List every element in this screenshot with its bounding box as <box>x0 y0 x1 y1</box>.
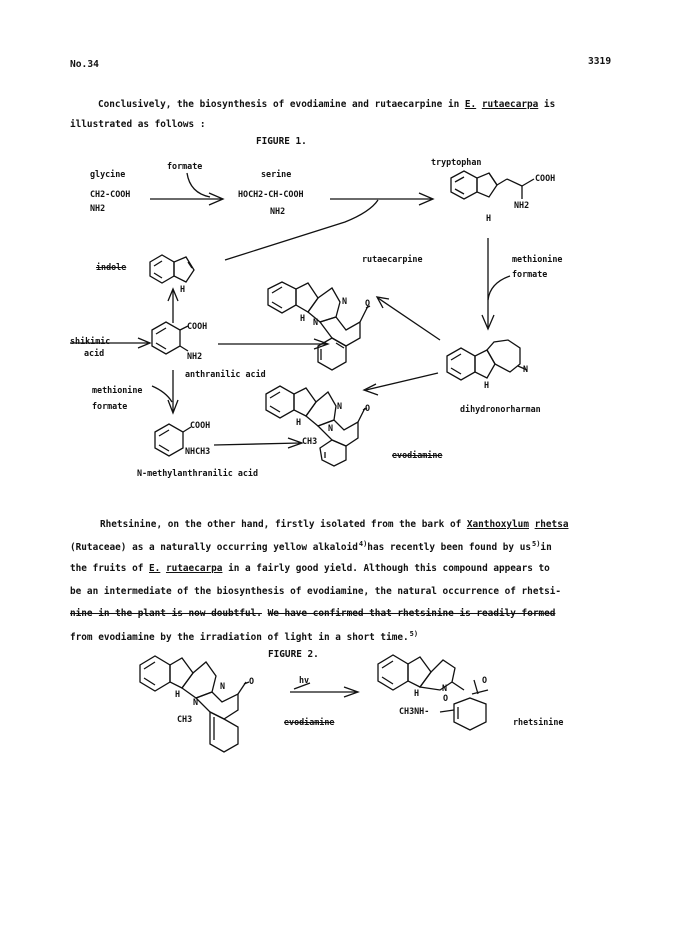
fig2-evo-o: O <box>249 676 255 686</box>
glycine-formula-1: CH2-COOH <box>90 189 131 199</box>
dhn-n: N <box>523 364 529 374</box>
label-formate-top: formate <box>167 161 203 171</box>
label-indole: indole <box>96 262 127 272</box>
label-rutaecarpine: rutaecarpine <box>362 254 423 264</box>
nmeth-nhch3: NHCH3 <box>185 446 211 456</box>
anth-nh2: NH2 <box>187 351 203 361</box>
fig2-rh-h: H <box>414 688 420 698</box>
intro-line-1: Conclusively, the biosynthesis of evodia… <box>98 99 556 110</box>
trp-nh2: NH2 <box>514 200 530 210</box>
para-line-5: nine in the plant is now doubtful. We ha… <box>70 608 556 619</box>
serine-formula-1: HOCH2-CH-COOH <box>238 189 304 199</box>
page-number: 3319 <box>588 56 612 67</box>
para-line-6: from evodiamine by the irradiation of li… <box>70 630 419 643</box>
dhn-h: H <box>484 380 490 390</box>
page-volume: No.34 <box>70 59 99 70</box>
fig2-rh-ch3nh: CH3NH- <box>399 706 430 716</box>
label-methionine-right: methionine <box>512 254 563 264</box>
label-methionine-left: methionine <box>92 385 143 395</box>
label-formate-left: formate <box>92 401 128 411</box>
anth-cooh: COOH <box>187 321 208 331</box>
trp-h: H <box>486 213 492 223</box>
evo-ch3: CH3 <box>302 436 318 446</box>
fig2-rh-o2: O <box>482 675 488 685</box>
figure1-title: FIGURE 1. <box>256 136 307 147</box>
ruta-n1: N <box>342 296 348 306</box>
ruta-o: O <box>365 298 371 308</box>
label-evodiamine: evodiamine <box>392 450 443 460</box>
para-line-3: the fruits of E. rutaecarpa in a fairly … <box>70 563 550 574</box>
fig2-evo-h: H <box>175 689 181 699</box>
ruta-n2: N <box>313 317 319 327</box>
evo-o: O <box>365 403 371 413</box>
serine-formula-2: NH2 <box>270 206 286 216</box>
fig2-label-evodiamine: evodiamine <box>284 717 335 727</box>
label-n-methylanthranilic-acid: N-methylanthranilic acid <box>137 468 259 478</box>
fig2-label-rhetsinine: rhetsinine <box>513 717 564 727</box>
label-shikimic: shikimic <box>70 336 111 346</box>
fig2-rh-n: N <box>442 683 448 693</box>
fig2-evo-n2: N <box>193 697 199 707</box>
evo-n2: N <box>328 423 334 433</box>
label-dihydronorharman: dihydronorharman <box>460 404 541 414</box>
para-line-2: (Rutaceae) as a naturally occurring yell… <box>70 540 552 553</box>
figure2-title: FIGURE 2. <box>268 649 319 660</box>
evo-n1: N <box>337 401 343 411</box>
para-line-4: be an intermediate of the biosynthesis o… <box>70 586 562 597</box>
label-tryptophan: tryptophan <box>431 157 482 167</box>
ruta-h: H <box>300 313 306 323</box>
label-formate-right: formate <box>512 269 548 279</box>
label-glycine: glycine <box>90 169 126 179</box>
evo-h: H <box>296 417 302 427</box>
trp-cooh: COOH <box>535 173 556 183</box>
nmeth-cooh: COOH <box>190 420 211 430</box>
fig2-evo-n1: N <box>220 681 226 691</box>
label-serine: serine <box>261 169 292 179</box>
fig2-hv: hv <box>299 675 310 685</box>
fig2-rh-o: O <box>443 693 449 703</box>
glycine-formula-2: NH2 <box>90 203 106 213</box>
label-acid: acid <box>84 348 105 358</box>
para-line-1: Rhetsinine, on the other hand, firstly i… <box>100 519 569 530</box>
indole-h: H <box>180 284 186 294</box>
fig2-evo-ch3: CH3 <box>177 714 193 724</box>
label-anthranilic-acid: anthranilic acid <box>185 369 266 379</box>
intro-line-2: illustrated as follows : <box>70 119 206 130</box>
